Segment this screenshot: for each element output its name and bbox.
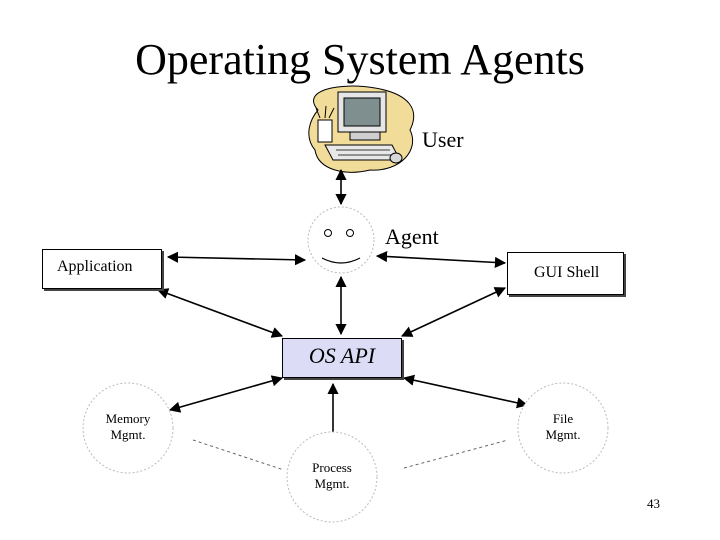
memory-mgmt-label: Memory Mgmt. (93, 411, 163, 443)
computer-clipart-icon (308, 85, 415, 173)
agent-gui-arrow (375, 250, 507, 269)
memory-mgmt-circle (82, 382, 174, 474)
process-mgmt-line2: Mgmt. (314, 476, 350, 491)
application-osapi-arrow (156, 288, 284, 338)
memory-process-dashed-line (192, 439, 285, 471)
process-mgmt-line1: Process (312, 460, 352, 475)
gui-shell-label: GUI Shell (534, 264, 600, 281)
smiley-face-icon (307, 206, 375, 274)
file-mgmt-label: File Mgmt. (528, 411, 598, 443)
application-agent-arrow (166, 251, 307, 266)
slide-title: Operating System Agents (135, 35, 585, 84)
application-label: Application (57, 258, 133, 275)
page-number: 43 (647, 496, 660, 511)
process-mgmt-circle (286, 431, 378, 523)
file-mgmt-line2: Mgmt. (545, 427, 581, 442)
file-process-dashed-line (403, 439, 509, 469)
memory-mgmt-line1: Memory (105, 411, 151, 426)
process-mgmt-label: Process Mgmt. (297, 460, 367, 492)
file-mgmt-line1: File (552, 411, 574, 426)
gui-osapi-arrow (400, 287, 507, 337)
osapi-memory-arrow (168, 375, 284, 413)
gui-shell-box: GUI Shell (507, 252, 624, 295)
user-label: User (422, 127, 464, 152)
application-box: Application (42, 249, 162, 289)
osapi-file-arrow (402, 374, 529, 409)
agent-label: Agent (385, 224, 439, 249)
os-api-box: OS API (282, 338, 402, 378)
memory-mgmt-line2: Mgmt. (110, 427, 146, 442)
file-mgmt-circle (517, 382, 609, 474)
